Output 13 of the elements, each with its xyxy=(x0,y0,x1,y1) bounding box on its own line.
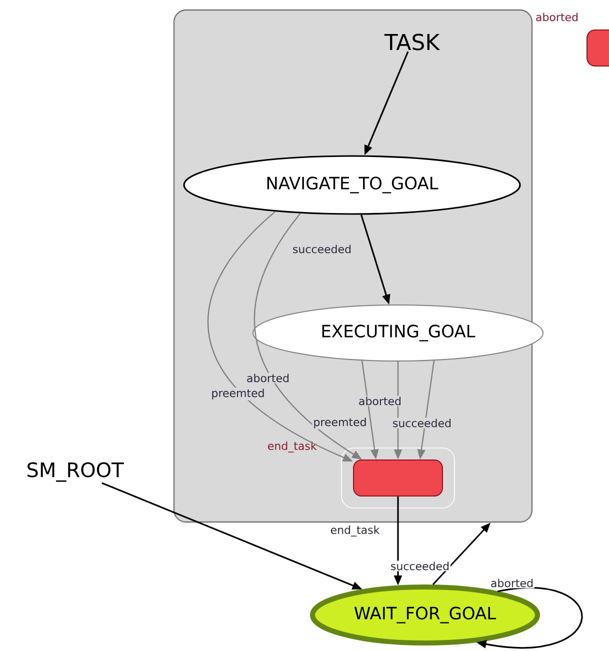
edge-label: preemted xyxy=(312,416,368,430)
edge-label: preemted xyxy=(210,388,266,400)
edge-label: succeeded xyxy=(389,560,451,572)
edge-label: aborted xyxy=(357,396,403,406)
outcome-label: aborted xyxy=(536,12,578,22)
state-label: SM_ROOT xyxy=(28,462,124,482)
edge-label: end_task xyxy=(329,524,381,538)
edge-label: aborted xyxy=(489,578,535,588)
state-label: TASK xyxy=(384,34,440,50)
outcome-label: end_task xyxy=(268,442,317,452)
edge-label: succeeded xyxy=(391,418,453,428)
outcome-box xyxy=(586,30,609,66)
outcome-box xyxy=(353,460,443,496)
